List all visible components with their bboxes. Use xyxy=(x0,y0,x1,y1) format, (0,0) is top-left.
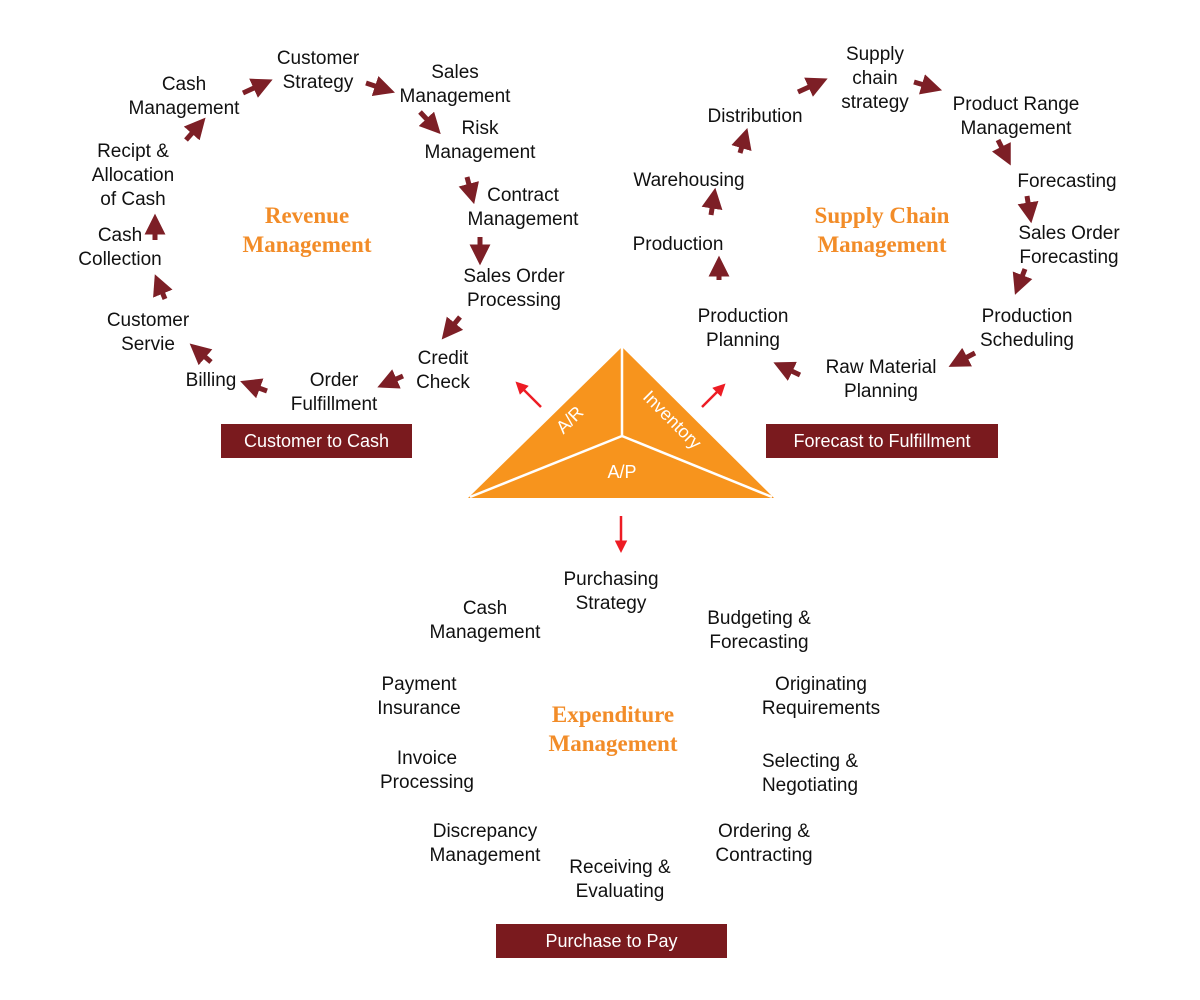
exp-step-purchasing-strategy: Purchasing Strategy xyxy=(563,569,659,614)
rev-arrow-4 xyxy=(458,176,479,205)
accounting-triangle: A/R Inventory A/P xyxy=(468,347,774,499)
rev-step-sales-order-processing: Sales Order Processing xyxy=(463,266,565,311)
sc-step-production-scheduling: Production Scheduling xyxy=(979,306,1075,351)
red-arrow-to-supply xyxy=(701,383,726,408)
rev-arrow-7 xyxy=(377,369,405,389)
rev-arrow-9 xyxy=(189,343,213,366)
rev-step-billing: Billing xyxy=(185,370,237,391)
rev-step-cash-management: Cash Management xyxy=(128,74,240,119)
expenditure-management-title: Expenditure Management xyxy=(548,702,678,756)
exp-step-budgeting-forecasting: Budgeting & Forecasting xyxy=(707,608,811,653)
sc-step-sales-order-forecasting: Sales Order Forecasting xyxy=(1018,223,1120,268)
rev-step-customer-strategy: Customer Strategy xyxy=(276,48,360,93)
red-arrows xyxy=(515,381,726,553)
exp-step-originating-requirements: Originating Requirements xyxy=(761,674,881,719)
exp-step-cash-management: Cash Management xyxy=(429,598,541,643)
exp-step-discrepancy-management: Discrepancy Management xyxy=(429,821,541,866)
rev-arrow-8 xyxy=(240,378,268,399)
sc-arrow-1 xyxy=(796,77,828,97)
rev-arrow-2 xyxy=(365,76,395,96)
rev-arrow-12 xyxy=(183,117,206,142)
supply-chain-management-title: Supply Chain Management xyxy=(814,203,950,257)
sc-step-production: Production xyxy=(632,234,724,255)
sc-arrow-9 xyxy=(701,187,723,216)
sc-step-warehousing: Warehousing xyxy=(633,170,745,191)
rev-step-order-fulfillment: Order Fulfillment xyxy=(290,370,378,415)
red-arrow-to-revenue xyxy=(515,381,542,408)
rev-step-credit-check: Credit Check xyxy=(416,348,470,393)
sc-step-distribution: Distribution xyxy=(707,106,803,127)
triangle-divider-left xyxy=(469,434,623,499)
flow-arrows xyxy=(144,74,1039,399)
exp-step-ordering-contracting: Ordering & Contracting xyxy=(715,821,813,866)
exp-step-selecting-negotiating: Selecting & Negotiating xyxy=(761,751,859,796)
revenue-management-title: Revenue Management xyxy=(242,203,372,257)
rev-step-risk-management: Risk Management xyxy=(424,118,536,163)
triangle-divider-right xyxy=(621,434,773,499)
exp-step-payment-insurance: Payment Insurance xyxy=(377,674,461,719)
rev-step-cash-collection: Cash Collection xyxy=(78,225,162,270)
rev-arrow-10 xyxy=(153,274,173,300)
sc-step-product-range-management: Product Range Management xyxy=(952,94,1080,139)
rev-arrow-1 xyxy=(241,78,273,98)
sc-step-production-planning: Production Planning xyxy=(697,306,789,351)
exp-step-receiving-evaluating: Receiving & Evaluating xyxy=(569,857,671,902)
rev-arrow-3 xyxy=(418,110,441,135)
sc-arrow-3 xyxy=(991,138,1011,166)
rev-step-customer-service: Customer Servie xyxy=(106,310,190,355)
sc-arrow-4 xyxy=(1017,195,1039,224)
exp-step-invoice-processing: Invoice Processing xyxy=(380,748,474,793)
sc-arrow-5 xyxy=(1012,268,1033,295)
rev-step-sales-management: Sales Management xyxy=(399,62,511,107)
sc-step-supply-chain-strategy: Supply chain strategy xyxy=(841,44,909,113)
triangle-label-ap: A/P xyxy=(607,462,636,482)
forecast-to-fulfillment-banner: Forecast to Fulfillment xyxy=(766,424,998,458)
sc-step-raw-material-planning: Raw Material Planning xyxy=(825,357,937,402)
sc-arrow-6 xyxy=(948,347,977,367)
sc-step-forecasting: Forecasting xyxy=(1017,171,1117,192)
customer-to-cash-banner: Customer to Cash xyxy=(221,424,412,458)
rev-arrow-6 xyxy=(441,315,464,340)
purchase-to-pay-banner: Purchase to Pay xyxy=(496,924,727,958)
sc-arrow-10 xyxy=(731,127,752,154)
rev-step-receipt-allocation: Recipt & Allocation of Cash xyxy=(91,141,175,210)
rev-step-contract-management: Contract Management xyxy=(467,185,579,230)
sc-arrow-7 xyxy=(773,361,802,381)
sc-arrow-2 xyxy=(913,74,943,95)
